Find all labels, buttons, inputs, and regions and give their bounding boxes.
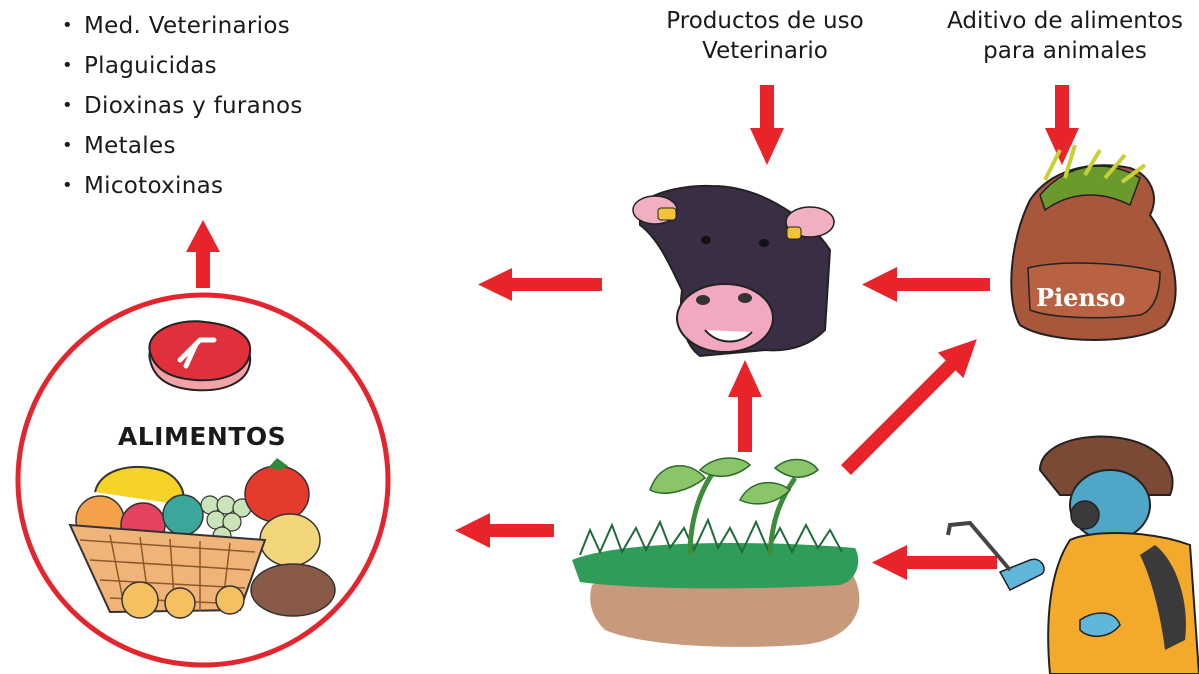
arrow-plants-to-cow: [728, 360, 762, 452]
arrow-vet-to-cow: [750, 85, 784, 165]
arrow-feed-to-cow: [862, 267, 990, 302]
contaminant-item: Dioxinas y furanos: [62, 86, 303, 126]
arrow-sprayer-to-plants: [872, 545, 997, 580]
feed-sack-icon: [1010, 144, 1177, 341]
feed-sack-label: Pienso: [1036, 283, 1126, 312]
arrow-cow-to-foods: [478, 268, 602, 301]
contaminant-item: Metales: [62, 126, 303, 166]
contaminant-item: Plaguicidas: [62, 46, 303, 86]
meat-steak-icon: [148, 320, 252, 392]
arrow-additive-to-feed: [1045, 85, 1079, 165]
arrow-plants-to-feed: [841, 339, 977, 475]
arrow-plants-to-foods: [455, 513, 554, 548]
fruit-basket-icon: [68, 458, 336, 619]
foods-title: ALIMENTOS: [117, 422, 287, 451]
contaminant-item: Micotoxinas: [62, 166, 303, 206]
flow-arrows: [186, 85, 1079, 580]
arrow-foods-to-contaminants: [186, 220, 220, 288]
contaminant-item: Med. Veterinarios: [62, 6, 303, 46]
crop-plants-icon: [572, 457, 860, 647]
cow-icon: [632, 184, 835, 358]
veterinary-products-label: Productos de uso Veterinario: [666, 8, 864, 64]
pesticide-sprayer-person-icon: [946, 435, 1199, 674]
feed-additives-label: Aditivo de alimentos para animales: [947, 8, 1183, 64]
contaminant-list: Med. Veterinarios Plaguicidas Dioxinas y…: [62, 6, 303, 206]
